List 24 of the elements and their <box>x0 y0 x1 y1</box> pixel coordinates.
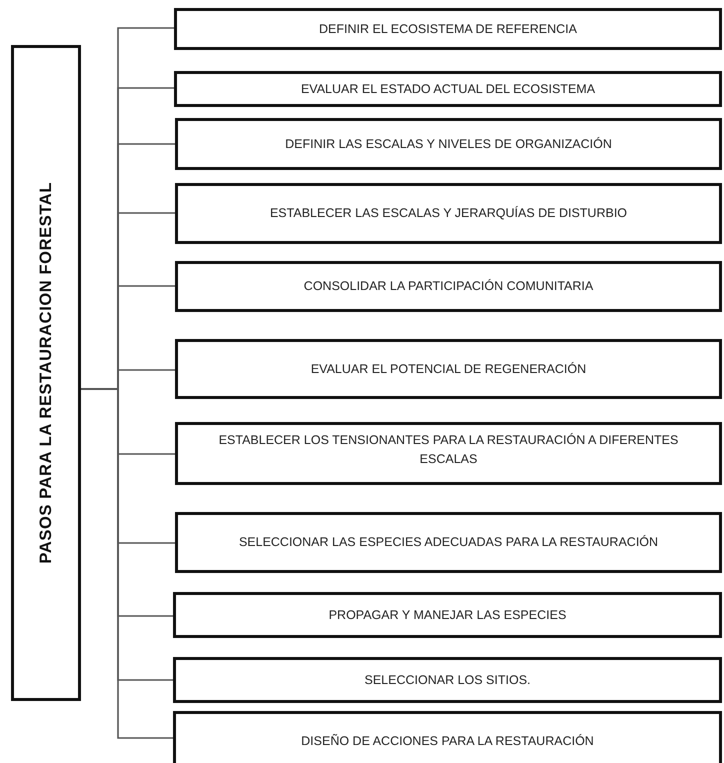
step-label: ESTABLECER LOS TENSIONANTES PARA LA RESTAURACIÓN A DIFERENTES ESCALAS <box>218 432 679 468</box>
step-box <box>173 657 722 703</box>
step-box <box>175 118 722 170</box>
step-box <box>173 592 722 638</box>
step-box <box>175 422 722 485</box>
step-label: SELECCIONAR LAS ESPECIES ADECUADAS PARA LA RESTAURACIÓN <box>238 534 658 552</box>
step-label: DEFINIR EL ECOSISTEMA DE REFERENCIA <box>319 20 577 38</box>
step-box <box>174 71 722 107</box>
step-box <box>175 512 722 573</box>
step-label: EVALUAR EL ESTADO ACTUAL DEL ECOSISTEMA <box>300 80 596 98</box>
step-box <box>175 183 722 244</box>
step-label: DISEÑO DE ACCIONES PARA LA RESTAURACIÓN <box>301 732 594 750</box>
step-box <box>173 711 722 763</box>
title-box <box>11 45 81 701</box>
step-label: SELECCIONAR LOS SITIOS. <box>364 672 530 689</box>
step-label: DEFINIR LAS ESCALAS Y NIVELES DE ORGANIZACIÓN <box>285 136 612 153</box>
vertical-title: PASOS PARA LA RESTAURACION FORESTAL <box>36 182 56 564</box>
step-label: EVALUAR EL POTENCIAL DE REGENERACIÓN <box>310 360 586 378</box>
step-box <box>174 8 722 50</box>
step-label: ESTABLECER LAS ESCALAS Y JERARQUÍAS DE DISTURBIO <box>270 205 628 222</box>
step-label: CONSOLIDAR LA PARTICIPACIÓN COMUNITARIA <box>304 278 594 296</box>
step-label: PROPAGAR Y MANEJAR LAS ESPECIES <box>328 606 566 624</box>
step-box <box>175 339 722 399</box>
step-box <box>175 261 722 312</box>
